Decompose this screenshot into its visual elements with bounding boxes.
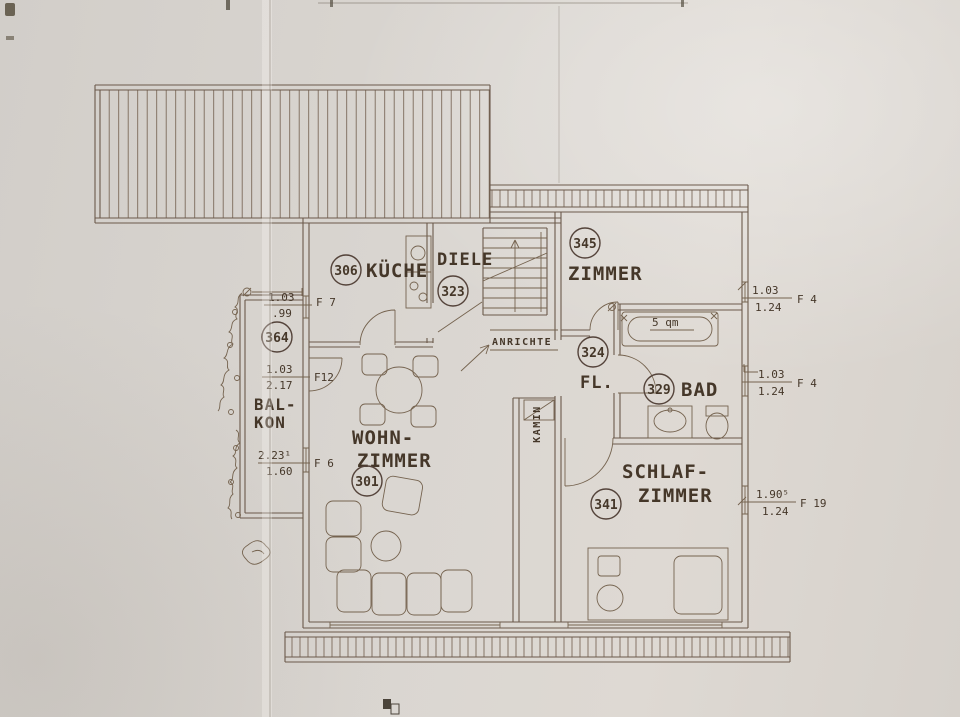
- room-number: 364: [265, 331, 289, 346]
- bathtub: [621, 311, 719, 347]
- dim-over: 1.03: [752, 284, 779, 297]
- dim-under: 1.60: [266, 465, 293, 478]
- room-number-badge: [351, 465, 383, 497]
- dim-ref: F 19: [800, 497, 827, 510]
- room-number-badge: [569, 227, 601, 259]
- room-area: 5 qm: [652, 316, 679, 329]
- upper-strip: [490, 184, 749, 213]
- dim-over: 2.23¹: [258, 449, 291, 462]
- dimension-left-1: 1.03 2.17 F12: [262, 363, 334, 392]
- door-swings: [308, 301, 657, 487]
- room-label: FL.: [580, 373, 614, 393]
- anrichte-label: ANRICHTE: [492, 337, 552, 348]
- dim-ref: F 7: [316, 296, 336, 309]
- dim-over: 1.03: [758, 368, 785, 381]
- coffee-table: [370, 530, 402, 562]
- bed: [587, 547, 729, 621]
- room-label: ZIMMER: [568, 263, 643, 285]
- entry-arrow: [460, 344, 490, 372]
- armchair: [381, 475, 424, 516]
- room-label: BAD: [681, 379, 718, 401]
- room-flur: 324 FL.: [577, 336, 614, 393]
- room-number: 345: [573, 237, 596, 252]
- dim-under: 1.24: [755, 301, 782, 314]
- room-number-badge: [330, 254, 362, 286]
- room-label: ZIMMER: [638, 485, 713, 507]
- outer-walls: [302, 212, 749, 629]
- room-balkon: 364 BAL- KON: [254, 321, 297, 432]
- room-kueche: 306 KÜCHE: [330, 254, 428, 286]
- room-bad: 329 BAD 5 qm: [643, 316, 718, 405]
- room-number-badge: [643, 373, 675, 405]
- plant-scribbles: [217, 292, 271, 565]
- room-label: SCHLAF-: [622, 461, 709, 483]
- room-number: 306: [334, 264, 358, 279]
- room-label: BAL-: [254, 395, 297, 414]
- chimney: [523, 399, 555, 421]
- washbasin: [647, 405, 693, 439]
- windows: [303, 281, 748, 628]
- dimension-right-1: 1.03 1.24 F 4: [742, 364, 817, 398]
- bedside-table: [596, 584, 624, 612]
- dining-table: [375, 366, 423, 414]
- room-number: 341: [594, 498, 618, 513]
- room-schlafzimmer: 341 SCHLAF- ZIMMER: [590, 461, 713, 520]
- dim-ref: F 4: [797, 293, 817, 306]
- room-number: 324: [581, 346, 605, 361]
- hinge-mark: [608, 303, 616, 311]
- dimension-left-0: 1.03 .99 F 7: [242, 287, 336, 320]
- dim-ref: F 6: [314, 457, 334, 470]
- room-number-badge: [577, 336, 609, 368]
- dimension-right-2: 1.90⁵ 1.24 F 19: [737, 488, 827, 518]
- room-label: KON: [254, 413, 286, 432]
- room-label: DIELE: [437, 250, 493, 270]
- room-zimmer345: 345 ZIMMER: [568, 227, 643, 285]
- scan-artifacts: [5, 0, 688, 717]
- kamin-label: KAMIN: [532, 405, 543, 443]
- room-number-badge: [261, 321, 293, 353]
- room-number-badge: [437, 275, 469, 307]
- room-number-badge: [590, 488, 622, 520]
- dim-over: 1.03: [268, 291, 295, 304]
- room-wohnzimmer: WOHN- ZIMMER 301: [351, 427, 432, 497]
- room-label: KÜCHE: [366, 258, 428, 282]
- dim-under: 1.24: [762, 505, 789, 518]
- kitchen-counter: [405, 235, 432, 309]
- room-number: 329: [647, 383, 670, 398]
- dining-set: [359, 353, 439, 428]
- upper-terrace: [94, 84, 491, 224]
- dim-ref: F 4: [797, 377, 817, 390]
- dim-over: 1.90⁵: [756, 488, 789, 501]
- room-number: 301: [355, 475, 379, 490]
- balcony-outline: [239, 294, 303, 519]
- dim-under: .99: [272, 307, 292, 320]
- dim-over: 1.03: [266, 363, 293, 376]
- path-line: [437, 301, 483, 333]
- staircase: [482, 227, 548, 316]
- dimension-left-2: 2.23¹ 1.60 F 6: [258, 449, 334, 478]
- lower-balcony-strip: [284, 631, 791, 663]
- sofa-group: [325, 475, 473, 616]
- dim-under: 2.17: [266, 379, 293, 392]
- interior-walls: [309, 212, 742, 622]
- dim-under: 1.24: [758, 385, 785, 398]
- room-label: WOHN-: [352, 427, 414, 449]
- room-diele: DIELE 323: [437, 250, 493, 307]
- room-label: ZIMMER: [357, 450, 432, 472]
- anrichte-shelf: [490, 329, 558, 351]
- dimension-right-0: 1.03 1.24 F 4: [737, 281, 817, 314]
- room-number: 323: [441, 285, 464, 300]
- wc: [705, 405, 729, 417]
- dim-ref: F12: [314, 371, 334, 384]
- fold-mark: [383, 699, 391, 709]
- bathroom-fixtures: [607, 302, 729, 440]
